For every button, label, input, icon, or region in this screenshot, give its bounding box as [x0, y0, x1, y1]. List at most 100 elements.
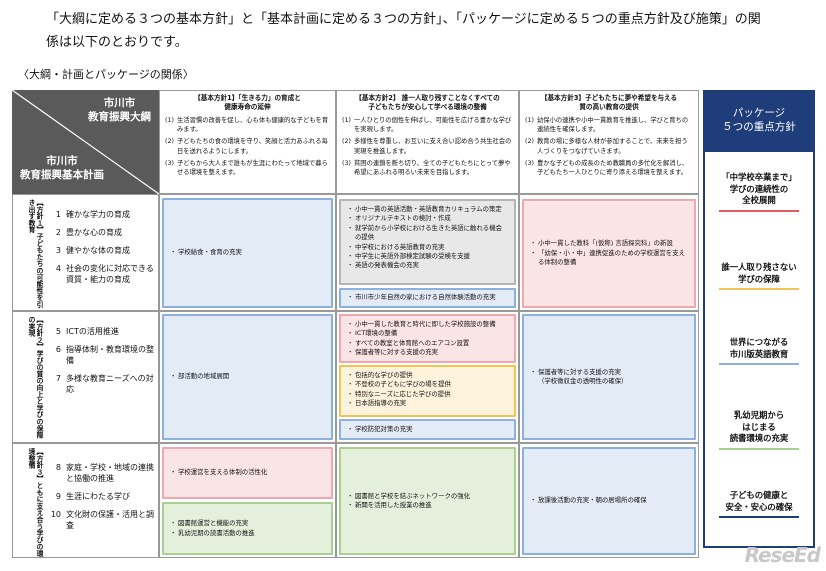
item-number: (2) — [342, 138, 351, 146]
watermark-logo: ReseEd — [744, 543, 821, 567]
row-item: 10 文化財の保護・活用と調査 — [47, 509, 156, 531]
measure-item: ・部活動の地域展開 — [170, 372, 229, 381]
measure-item: ・日本語指導の充実 — [347, 399, 508, 408]
item-text: 子どもから大人まで誰もが生涯にわたって地域で暮らせる環境を整えます。 — [177, 159, 328, 177]
measure-list: ・学校給食・食育の充実 — [170, 248, 242, 257]
measure-text: 中学校における英語教育の充実 — [355, 242, 445, 251]
measure-text: 英語の発表機会の充実 — [355, 261, 419, 270]
item-text: 多様な教育ニーズへの対応 — [66, 374, 154, 394]
measure-text: 小中一貫した教科「(仮称) 言語探究科」の新設 — [538, 239, 673, 248]
column-item: (1)生活習慣の改善を促し、心も体も健康的な子どもを育みます。 — [165, 116, 330, 134]
item-number: 9 — [55, 492, 61, 501]
policy-column-3: 【基本方針3】子どもたちに夢や希望を与える 質の高い教育の提供 (1)幼保小の連携… — [519, 90, 699, 194]
measure-text: 放課後活動の充実・朝の居場所の確保 — [538, 496, 647, 505]
measure-list: ・小中一貫した教科「(仮称) 言語探究科」の新設・「幼保・小・中」連携促進のため… — [530, 239, 688, 267]
measure-box: ・学校運営を支える体制の活性化 — [162, 447, 333, 499]
bullet: ・ — [347, 380, 354, 389]
measure-item: ・新聞を活用した授業の推進 — [347, 501, 508, 510]
measure-item: ・ICT環境の整備 — [347, 329, 508, 338]
bullet: ・ — [170, 519, 177, 528]
package-item: 乳幼児期から はじまる 読書環境の充実 — [729, 410, 789, 443]
column-title: 【基本方針1】「生きる力」の育成と 健康寿命の延伸 — [194, 94, 301, 111]
measure-item: ・乳幼児期の読書活動の推進 — [170, 529, 325, 538]
row-title: 【方針３】ともに支え合う学びの環境整備 — [27, 448, 43, 557]
measure-text: 小中一貫の英語活動・英語教育カリキュラムの策定 — [355, 205, 502, 213]
package-title: パッケージ ５つの重点方針 — [705, 92, 813, 152]
bullet: ・ — [347, 348, 354, 357]
item-number: 1 — [55, 210, 61, 219]
item-number: 8 — [55, 463, 61, 472]
bullet: ・ — [347, 252, 354, 261]
measure-item: ・学校運営を支える体制の活性化 — [170, 468, 267, 477]
package-item: 「中学校卒業まで」 学びの連続性の 全校展開 — [721, 172, 797, 205]
measure-item: ・図書館運営と機能の充実 — [170, 519, 325, 528]
measure-item: ・保護者等に対する支援の充実 — [347, 348, 508, 357]
keikaku-label: 市川市 教育振興基本計画 — [20, 155, 104, 181]
item-text: 一人ひとりの個性を伸ばし、可能性を広げる豊かな学びを実現します。 — [354, 117, 512, 134]
bullet: ・ — [347, 501, 354, 509]
measure-text: 図書館と学校を結ぶネットワークの強化 — [355, 491, 471, 500]
bullet: ・ — [347, 214, 354, 223]
package-item-underline — [719, 447, 799, 450]
column-item: (3)貧困の連鎖を断ち切り、全ての子どもたちにとって夢や希望にあふれる明るい未来… — [342, 159, 513, 177]
row-title: 【方針１】子どもたちの可能性を引き出す教育 — [27, 199, 43, 308]
diagonal-divider — [12, 90, 159, 194]
item-text: 文化財の保護・活用と調査 — [66, 510, 154, 530]
item-number: (1) — [525, 117, 534, 124]
column-title: 【基本方針3】子どもたちに夢や希望を与える 質の高い教育の提供 — [540, 94, 678, 111]
bullet: ・ — [347, 242, 354, 251]
package-item: 子どもの健康と 安全・安心の確保 — [725, 490, 793, 512]
column-item: (1)一人ひとりの個性を伸ばし、可能性を広げる豊かな学びを実現します。 — [342, 116, 513, 134]
measure-item: ・中学校における英語教育の充実 — [347, 243, 508, 252]
item-text: 社会の変化に対応できる資質・能力の育成 — [66, 264, 154, 284]
measure-item: ・保護者等に対する支援の充実 （学校徴収金の透明性の確保） — [530, 368, 688, 387]
measure-item: ・小中一貫の英語活動・英語教育カリキュラムの策定 — [347, 205, 508, 214]
item-text: 豊かな心の育成 — [66, 228, 122, 237]
policy-column-2: 【基本方針2】 誰一人取り残すことなくすべての 子どもたちが安心して学べる環境の… — [336, 90, 519, 194]
measure-item: ・英語の発表機会の充実 — [347, 261, 508, 270]
measure-text: 就学前から小学校における生きた英語に触れる機会の提供 — [355, 223, 502, 242]
measure-text: 保護者等に対する支援の充実 （学校徴収金の透明性の確保） — [538, 367, 628, 385]
item-text: 確かな学力の育成 — [66, 210, 130, 219]
item-number: 4 — [55, 264, 61, 273]
item-text: 健やかな体の育成 — [66, 246, 130, 255]
column-item: (2)多様性を尊重し、お互いに支え合い認め合う共生社会の実現を推進します。 — [342, 137, 513, 155]
measure-text: 新聞を活用した授業の推進 — [355, 501, 432, 509]
item-text: 幼保小の連携や小中一貫教育を推進し、学びと育ちの連続性を確保します。 — [537, 117, 689, 134]
measure-text: 不登校の子どもに学びの場を提供 — [355, 380, 451, 389]
item-number: 10 — [50, 510, 61, 519]
bullet: ・ — [347, 425, 354, 433]
measure-item: ・特別なニーズに応じた学びの提供 — [347, 390, 508, 399]
measure-text: 包括的な学びの提供 — [355, 371, 413, 379]
measure-box: ・市川市少年自然の家における自然体験活動の充実 — [339, 288, 516, 308]
item-text: 貧困の連鎖を断ち切り、全ての子どもたちにとって夢や希望にあふれる明るい未来を目指… — [354, 159, 511, 177]
taiko-label: 市川市 教育振興大綱 — [88, 97, 151, 123]
bullet: ・ — [347, 205, 354, 213]
item-number: (1) — [165, 117, 174, 124]
bullet: ・ — [530, 239, 537, 248]
measure-list: ・市川市少年自然の家における自然体験活動の充実 — [347, 293, 508, 302]
figure-caption: 〈大綱・計画とパッケージの関係〉 — [18, 68, 194, 81]
package-item: 世界につながる 市川版英語教育 — [729, 337, 789, 359]
column-title: 【基本方針2】 誰一人取り残すことなくすべての 子どもたちが安心して学べる環境の… — [355, 94, 500, 111]
bullet: ・ — [530, 248, 537, 257]
item-number: (1) — [342, 117, 351, 124]
measure-text: 学校運営を支える体制の活性化 — [178, 468, 268, 477]
measure-box: ・包括的な学びの提供・不登校の子どもに学びの場を提供・特別なニーズに応じた学びの… — [339, 365, 516, 417]
column-item: (3)子どもから大人まで誰もが生涯にわたって地域で暮らせる環境を整えます。 — [165, 159, 330, 177]
item-text: 生涯にわたる学び — [66, 492, 130, 501]
measure-box: ・部活動の地域展開 — [162, 314, 333, 440]
measure-text: 小中一貫した教育と時代に即した学校施設の整備 — [355, 320, 496, 328]
measure-box: ・学校給食・食育の充実 — [162, 198, 333, 308]
row-item: 1 確かな学力の育成 — [47, 209, 156, 220]
measure-item: ・放課後活動の充実・朝の居場所の確保 — [530, 496, 647, 505]
measure-text: 乳幼児期の読書活動の推進 — [178, 528, 255, 537]
measure-text: 学校給食・食育の充実 — [178, 248, 242, 257]
measure-item: ・すべての教室と体育館へのエアコン設置 — [347, 339, 508, 348]
bullet: ・ — [347, 371, 354, 379]
measure-item: ・小中一貫した教科「(仮称) 言語探究科」の新設 — [530, 239, 688, 248]
bullet: ・ — [347, 389, 354, 398]
measure-list: ・部活動の地域展開 — [170, 372, 229, 381]
